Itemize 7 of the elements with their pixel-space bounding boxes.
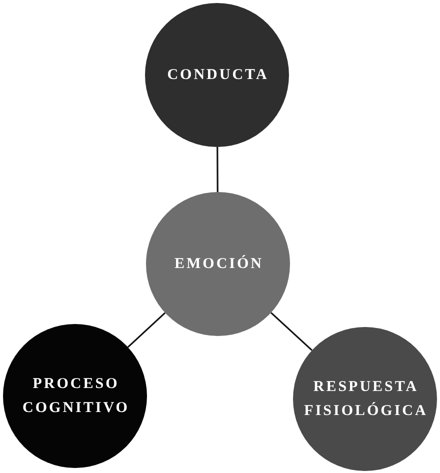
connector-line — [127, 312, 166, 348]
connector-line — [216, 147, 218, 192]
node-label: CONDUCTA — [166, 66, 269, 85]
node-label: EMOCIÓN — [174, 254, 264, 274]
connector-line — [270, 312, 313, 351]
node-label: PROCESO COGNITIVO — [22, 375, 130, 418]
node-label: RESPUESTA FISIOLÓGICA — [303, 378, 428, 421]
